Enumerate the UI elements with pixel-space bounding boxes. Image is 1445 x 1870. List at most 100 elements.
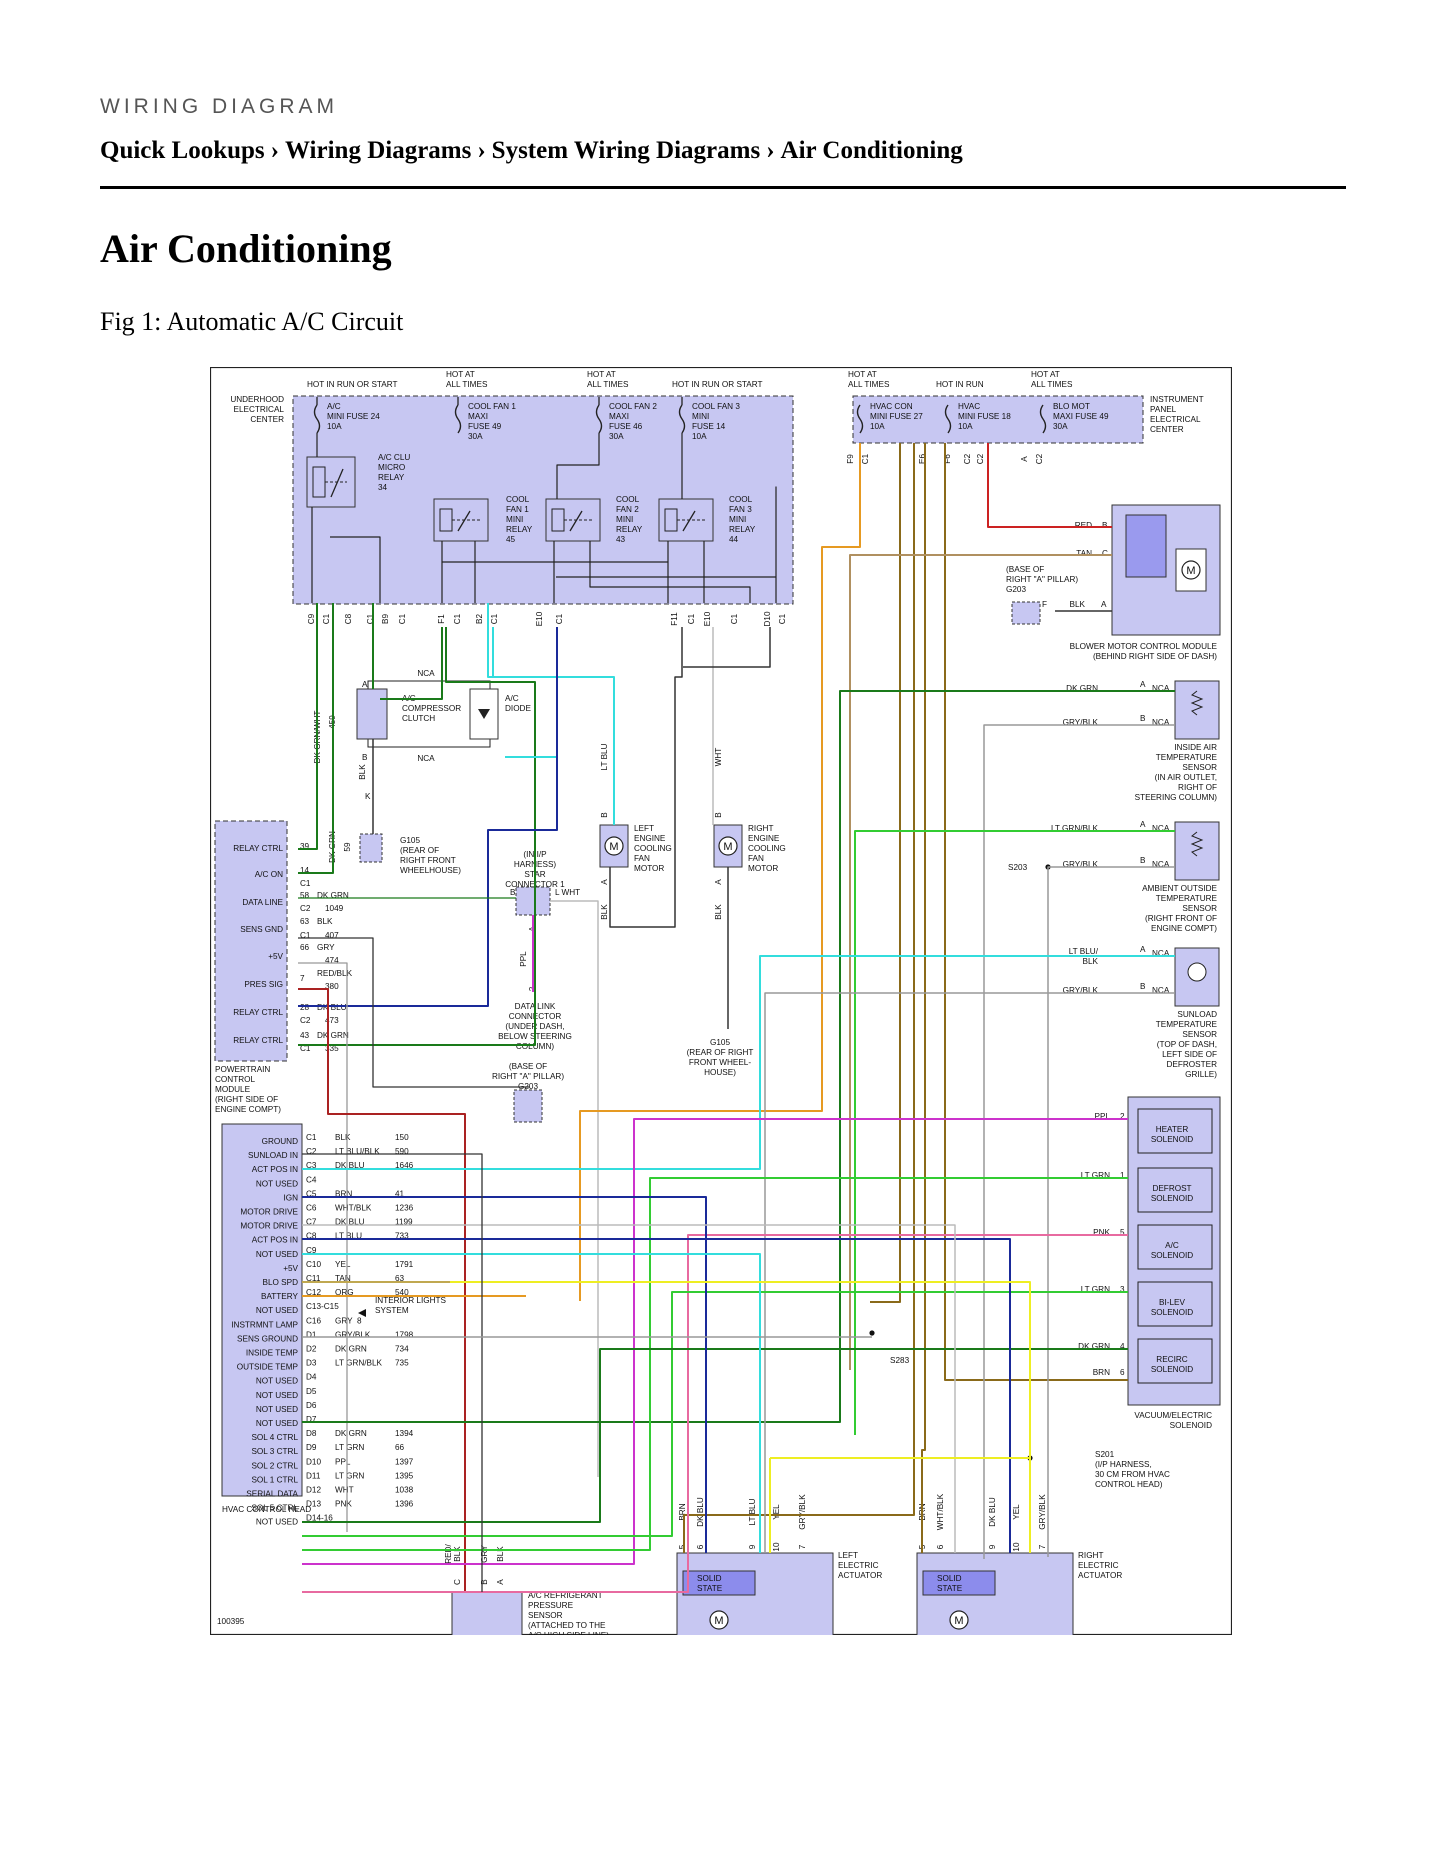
ground-label: HOUSE) [704, 1068, 736, 1077]
nca-label: NCA [1152, 949, 1170, 958]
wire-color-label: GRY [335, 1316, 353, 1325]
circuit-number-label: 1798 [395, 1330, 414, 1339]
pin-label: D14-16 [306, 1514, 333, 1523]
compressor-name: COMPRESSOR [402, 704, 461, 713]
fuse-icon [856, 404, 864, 434]
breadcrumb-item-system-wiring-diagrams[interactable]: System Wiring Diagrams [491, 137, 761, 164]
blower-module-board [1125, 514, 1167, 578]
wire-color-label: RED/ [444, 1543, 453, 1563]
hvac-terminal-label: SUNLOAD IN [248, 1151, 298, 1160]
breadcrumb-item-quick-lookups[interactable]: Quick Lookups [100, 137, 265, 164]
pin-label: 39 [300, 842, 310, 851]
hot-label: ALL TIMES [1031, 380, 1073, 389]
splice-label: S283 [890, 1356, 910, 1365]
solenoid-coil-box [1137, 1108, 1213, 1154]
breadcrumb-separator: › [766, 137, 775, 164]
pin-label: D6 [306, 1401, 317, 1410]
pin-label: A [1140, 945, 1146, 954]
solenoid-label: SOLENOID [1151, 1194, 1193, 1203]
wire-lt-blu [492, 627, 615, 825]
fuse-label: MINI FUSE 18 [958, 412, 1011, 421]
wire-color-label: 407 [325, 931, 339, 940]
wire-color-label: DK GRN [317, 1031, 349, 1040]
sensor-name: AMBIENT OUTSIDE [1142, 884, 1217, 893]
circuit-number-label: 540 [395, 1288, 409, 1297]
ip-center-name: ELECTRICAL [1150, 415, 1201, 424]
fuse-icon [1039, 404, 1047, 434]
fuse-label: HVAC [958, 402, 980, 411]
splice-label: S203 [1008, 863, 1028, 872]
wire-blk [683, 627, 771, 668]
interior-lights-label: INTERIOR LIGHTS [375, 1296, 447, 1305]
relay-label: RELAY [729, 525, 756, 534]
fan-motor-name: ENGINE [634, 834, 666, 843]
sensor-name: RIGHT OF [1178, 783, 1217, 792]
wire-gry-blk [764, 992, 1175, 1553]
actuator-name: ELECTRIC [838, 1561, 879, 1570]
solenoid-label: SOLENOID [1151, 1365, 1193, 1374]
internal-wire [330, 536, 381, 603]
relay-label: MINI [729, 515, 746, 524]
arrow-icon [358, 1309, 366, 1317]
hvac-terminal-label: SENS GROUND [237, 1334, 298, 1343]
pin-label: 10 [1012, 1542, 1021, 1552]
wire-color-label: BLK [714, 904, 723, 920]
sensor-name: ENGINE COMPT) [1151, 924, 1217, 933]
pin-label: A [1140, 680, 1146, 689]
ip-center-name: CENTER [1150, 425, 1184, 434]
circuit-number-label: 41 [395, 1189, 405, 1198]
pin-label: C4 [306, 1175, 317, 1184]
circuit-number-label: 733 [395, 1232, 409, 1241]
relay-label: 34 [378, 483, 388, 492]
wire-color-label: DK GRN [335, 1429, 367, 1438]
fuse-icon [678, 404, 686, 434]
solenoid-coil-box [1137, 1224, 1213, 1270]
blower-motor-box [1175, 548, 1207, 592]
fuse-label: BLO MOT [1053, 402, 1090, 411]
wire-org [579, 443, 861, 1301]
hvac-terminal-label: MOTOR DRIVE [240, 1222, 298, 1231]
ground-g203-box [513, 1089, 543, 1123]
resistor-icon [1190, 831, 1204, 857]
fuse-label: COOL FAN 3 [692, 402, 740, 411]
ground-label: G105 [710, 1038, 730, 1047]
motor-glyph: M [723, 841, 732, 853]
fuse-label: MAXI [609, 412, 629, 421]
wire-color-label: GRY [317, 943, 335, 952]
pin-label: D11 [306, 1471, 321, 1480]
pin-label: 43 [300, 1031, 310, 1040]
hot-label: HOT AT [446, 370, 475, 379]
ground-label: G105 [400, 836, 420, 845]
wire-color-label: PNK [1093, 1228, 1110, 1237]
fuse-icon [595, 404, 603, 434]
wire-tan [849, 554, 1112, 1370]
connector-pin-label: E10 [703, 611, 712, 626]
ground-label: RIGHT "A" PILLAR) [492, 1072, 564, 1081]
relay-label: RELAY [616, 525, 643, 534]
breadcrumb-item-air-conditioning[interactable]: Air Conditioning [780, 137, 963, 164]
pin-label: 5 [678, 1544, 687, 1549]
nca-label: NCA [1152, 860, 1170, 869]
pressure-sensor-name: PRESSURE [528, 1601, 574, 1610]
wire-color-label: DK GRN [1078, 1342, 1110, 1351]
pin-label: B [1140, 714, 1146, 723]
actuator-name: LEFT [838, 1551, 858, 1560]
hot-label: HOT IN RUN [936, 380, 984, 389]
wire-color-label: GRY/BLK [1038, 1494, 1047, 1530]
hvac-terminal-label: ACT POS IN [252, 1236, 298, 1245]
pin-label: B [362, 753, 368, 762]
wire-gry-blk [1047, 866, 1175, 1557]
circuit-number-label: 66 [395, 1443, 405, 1452]
internal-wire [556, 433, 600, 499]
actuator-name: ACTUATOR [838, 1571, 882, 1580]
wire-ppl [302, 1118, 1128, 1565]
pin-label: D13 [306, 1500, 321, 1509]
pin-label: L WHT [555, 888, 580, 897]
wire-color-label: PPL [519, 951, 528, 967]
wire-color-label: ORG [335, 1288, 354, 1297]
wire-color-label: BLK [1083, 957, 1099, 966]
wire-yel [302, 1281, 1031, 1553]
pin-label: B [480, 1579, 489, 1585]
fuse-label: 30A [1053, 422, 1068, 431]
breadcrumb-item-wiring-diagrams[interactable]: Wiring Diagrams [285, 137, 472, 164]
